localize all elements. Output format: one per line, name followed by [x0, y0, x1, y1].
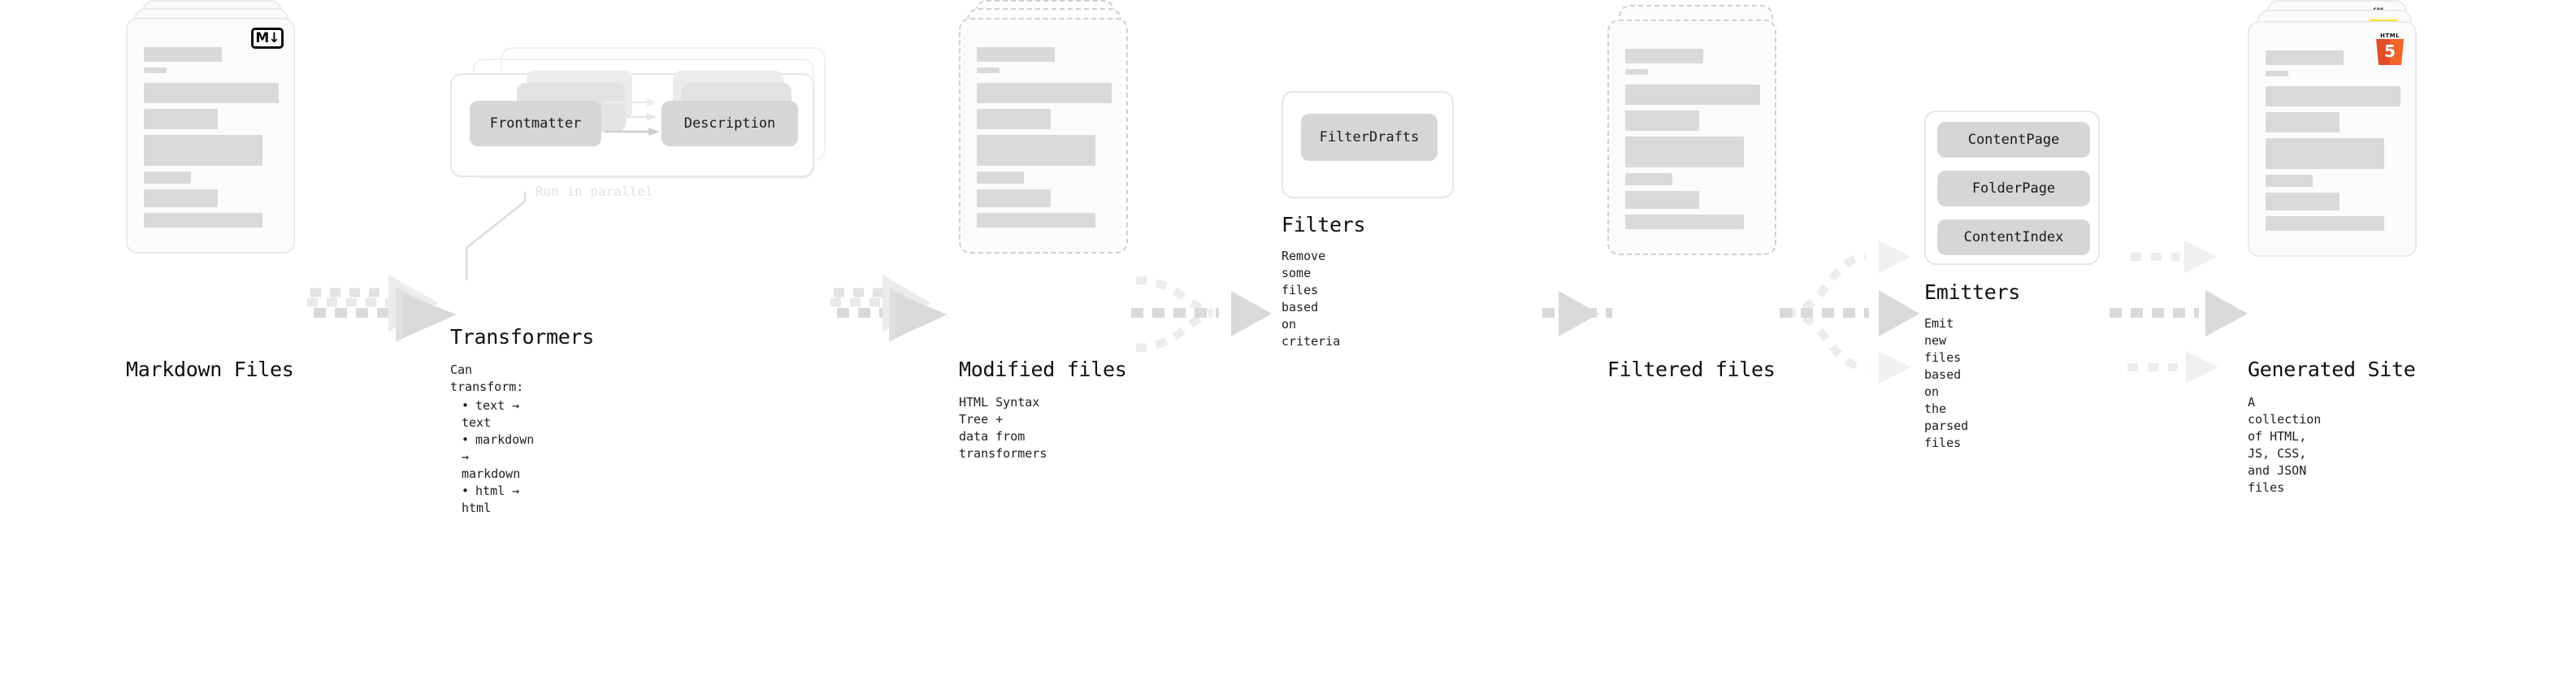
html5-icon: HTML 5 — [2376, 33, 2404, 65]
skeleton-content — [2266, 50, 2400, 236]
parallel-bracket — [465, 192, 527, 280]
skeleton-content — [977, 47, 1112, 233]
connector-transformers-to-modified — [830, 275, 948, 342]
skeleton-bar — [2266, 50, 2344, 65]
skeleton-bar — [144, 213, 263, 228]
stage-title-filtered-files: Filtered files — [1607, 358, 1776, 381]
skeleton-bar — [2266, 175, 2314, 187]
skeleton-bar — [1625, 191, 1700, 209]
capability-item: markdown → markdown — [462, 432, 534, 483]
skeleton-bar — [1625, 85, 1760, 105]
skeleton-bar — [2266, 193, 2340, 210]
emitter-node-contentpage[interactable]: ContentPage — [1937, 122, 2090, 158]
skeleton-bar — [977, 67, 1000, 73]
filters-box[interactable]: FilterDrafts — [1281, 91, 1454, 198]
markdown-icon: M↓ — [251, 28, 284, 49]
filtered-card-front[interactable] — [1607, 20, 1776, 255]
stage-title-generated-site: Generated Site — [2248, 358, 2416, 381]
capabilities-lead: Can transform: — [450, 362, 524, 394]
transformer-inner-arrows — [605, 98, 660, 136]
connector-md-to-transformers — [307, 275, 457, 342]
stage-subtitle-emitters: Emit new files based on the parsed files — [1924, 316, 1969, 450]
capability-item: html → html — [462, 483, 534, 517]
connector-modified-to-filters — [1131, 276, 1272, 352]
skeleton-content — [1625, 49, 1760, 235]
stage-subtitle-generated-site: A collection of HTML, JS, CSS, and JSON … — [2248, 395, 2322, 495]
stage-subtitle-modified-files: HTML Syntax Tree + data from transformer… — [959, 395, 1047, 461]
transformer-node-frontmatter[interactable]: Frontmatter — [470, 101, 601, 146]
skeleton-bar — [977, 135, 1096, 166]
skeleton-bar — [2266, 138, 2385, 169]
modified-card-front[interactable] — [959, 18, 1128, 254]
skeleton-content — [144, 47, 279, 233]
skeleton-bar — [1625, 215, 1745, 229]
site-card-front[interactable]: HTML 5 — [2248, 21, 2417, 257]
html5-icon-shield: 5 — [2376, 39, 2404, 65]
stage-subtitle-filters: Remove some files based on criteria — [1281, 249, 1341, 349]
skeleton-bar — [1625, 173, 1673, 185]
html5-icon-word: HTML — [2379, 33, 2400, 39]
skeleton-bar — [2266, 216, 2385, 231]
skeleton-bar — [1625, 137, 1745, 167]
emitter-node-contentindex[interactable]: ContentIndex — [1937, 219, 2090, 255]
stage-title-emitters: Emitters — [1924, 280, 2021, 304]
skeleton-bar — [977, 171, 1025, 184]
skeleton-bar — [144, 109, 219, 129]
skeleton-bar — [144, 171, 192, 184]
filter-node-filterdrafts[interactable]: FilterDrafts — [1301, 114, 1438, 161]
stage-title-filters: Filters — [1281, 213, 1366, 236]
stage-title-transformers: Transformers — [450, 325, 595, 349]
skeleton-bar — [144, 83, 279, 103]
connector-emitters-to-site — [2110, 241, 2248, 384]
markdown-card-front[interactable]: M↓ — [126, 18, 295, 254]
skeleton-bar — [1625, 111, 1700, 131]
stage-title-modified-files: Modified files — [959, 358, 1127, 381]
capability-item: text → text — [462, 397, 534, 432]
skeleton-bar — [144, 135, 263, 166]
emitters-box[interactable]: ContentPage FolderPage ContentIndex — [1924, 111, 2100, 265]
skeleton-bar — [144, 47, 223, 62]
html5-icon-digit: 5 — [2384, 41, 2396, 61]
skeleton-bar — [2266, 86, 2400, 106]
stage-title-markdown-files: Markdown Files — [126, 358, 294, 381]
parallel-annotation: Run in parallel — [536, 184, 653, 199]
emitter-node-folderpage[interactable]: FolderPage — [1937, 171, 2090, 206]
transformer-node-description[interactable]: Description — [661, 101, 798, 146]
skeleton-bar — [1625, 69, 1649, 75]
connector-filters-to-filtered — [1542, 291, 1612, 336]
skeleton-bar — [977, 83, 1112, 103]
skeleton-bar — [977, 189, 1052, 207]
transformers-capabilities: Can transform: text → text markdown → ma… — [450, 362, 534, 517]
skeleton-bar — [977, 47, 1056, 62]
skeleton-bar — [977, 213, 1096, 228]
skeleton-bar — [1625, 49, 1704, 63]
skeleton-bar — [977, 109, 1052, 129]
skeleton-bar — [2266, 112, 2340, 132]
skeleton-bar — [144, 67, 167, 73]
skeleton-bar — [144, 189, 219, 207]
connector-filtered-to-emitters — [1780, 241, 1919, 384]
skeleton-bar — [2266, 71, 2289, 76]
transformer-layer-front[interactable]: Frontmatter Description — [450, 71, 814, 177]
